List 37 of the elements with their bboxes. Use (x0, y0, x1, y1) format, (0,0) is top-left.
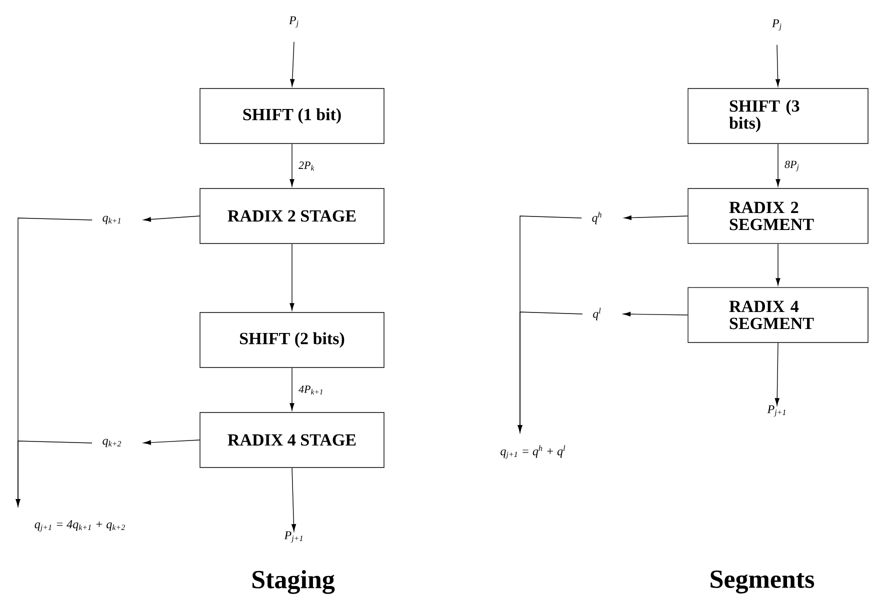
panel-title: Segments (710, 570, 814, 594)
panel-title: Staging (252, 570, 335, 594)
arrow (290, 244, 294, 311)
signal-label: P$_{j}$ (772, 19, 782, 31)
process-box: RADIX 4 STAGE (200, 412, 384, 468)
formula-label: q$_{j+1}$ = 4q$_{k+1}$ + q$_{k+2}$ (34, 520, 125, 532)
arrow (16, 440, 92, 506)
arrow (623, 312, 688, 316)
signal-label: P$_{j+1}$ (284, 531, 302, 543)
edge-label: 4P$_{k+1}$ (298, 386, 322, 394)
arrow (290, 368, 294, 411)
process-box: SHIFT (1 bit) (200, 88, 384, 144)
arrow (776, 244, 780, 286)
arrow (518, 312, 583, 432)
signal-label: q$^{h}$ (592, 212, 602, 224)
edge-label: 8P$_{j}$ (784, 160, 799, 172)
arrow (776, 144, 780, 187)
process-box: SHIFT (2 bits) (200, 312, 384, 368)
signal-label: q$_{k+1}$ (102, 216, 120, 224)
arrow (776, 44, 780, 87)
arrow (290, 42, 295, 87)
process-box: SHIFT (3 bits) (688, 88, 868, 144)
process-box: RADIX 2 STAGE (200, 188, 384, 244)
edge-label: 2P$_{k}$ (298, 162, 314, 170)
arrow (144, 216, 200, 222)
signal-label: P$_{j}$ (288, 16, 298, 28)
arrow (624, 215, 688, 220)
arrow (144, 440, 200, 445)
formula-label: q$_{j+1}$ = q$^{h}$ + q$^{l}$ (500, 445, 566, 459)
signal-label: P$_{j+1}$ (767, 405, 786, 417)
process-box: RADIX 4 SEGMENT (688, 287, 868, 343)
arrow (290, 144, 294, 187)
process-box: RADIX 2 SEGMENT (688, 188, 868, 244)
arrow (291, 468, 296, 532)
signal-label: q$^{l}$ (593, 308, 601, 320)
arrow (774, 342, 780, 406)
signal-label: q$_{k+2}$ (102, 438, 122, 448)
